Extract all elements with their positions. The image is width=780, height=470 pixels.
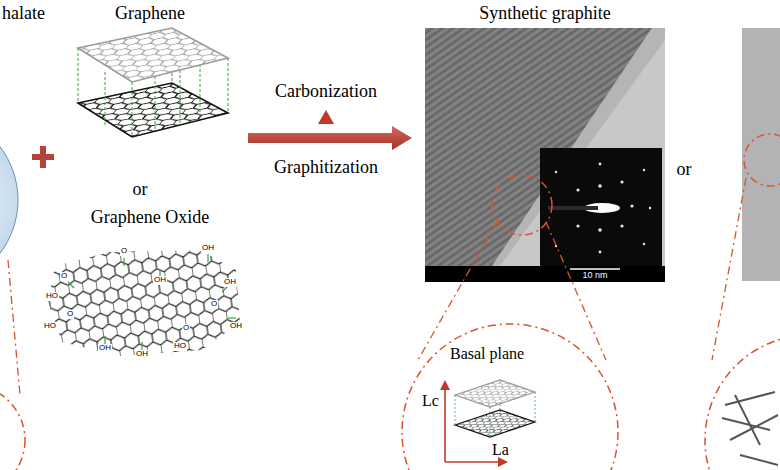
node-heading: Synthetic graphite — [479, 4, 610, 24]
group-label: O — [60, 272, 68, 281]
group-label: HO — [43, 322, 57, 331]
caption-label: or — [133, 180, 148, 200]
zoom-circle: Basal planeLcLa — [400, 320, 620, 470]
node-text: Lc — [422, 392, 439, 410]
graphite-stack — [440, 375, 540, 467]
process-arrow — [248, 110, 412, 150]
group-label: O — [210, 300, 218, 309]
second-image — [705, 28, 780, 470]
tem-panel: Synthetic graphite 10 nm — [425, 0, 665, 285]
group-label: O — [66, 310, 74, 319]
group-label: OH — [201, 244, 215, 253]
caption-label: halate — [2, 4, 45, 24]
caption-label: or — [677, 160, 692, 180]
tem-image — [425, 28, 665, 282]
group-label: OH — [98, 344, 112, 353]
group-label: HO — [173, 342, 187, 351]
caption-label: Carbonization — [275, 82, 377, 102]
caption-label: Graphene Oxide — [91, 208, 209, 228]
graphene-bilayer — [70, 25, 240, 142]
zoom-leaders — [402, 222, 618, 470]
node-heading: Basal plane — [450, 345, 524, 363]
node-text: 10 nm — [582, 271, 607, 281]
plus-sign — [32, 146, 54, 168]
group-label: OH — [229, 322, 243, 331]
group-label: OH — [135, 350, 149, 359]
caption-label: Graphene — [115, 4, 185, 24]
node-text: La — [492, 441, 509, 459]
sample-dish — [0, 112, 25, 470]
group-label: HO — [45, 292, 59, 301]
group-label: OH — [153, 276, 167, 285]
group-label: O — [120, 247, 128, 256]
caption-label: Graphitization — [274, 158, 378, 178]
group-label: OH — [223, 278, 237, 287]
group-label: O — [182, 324, 190, 333]
graphene-oxide-sheet — [40, 240, 250, 365]
